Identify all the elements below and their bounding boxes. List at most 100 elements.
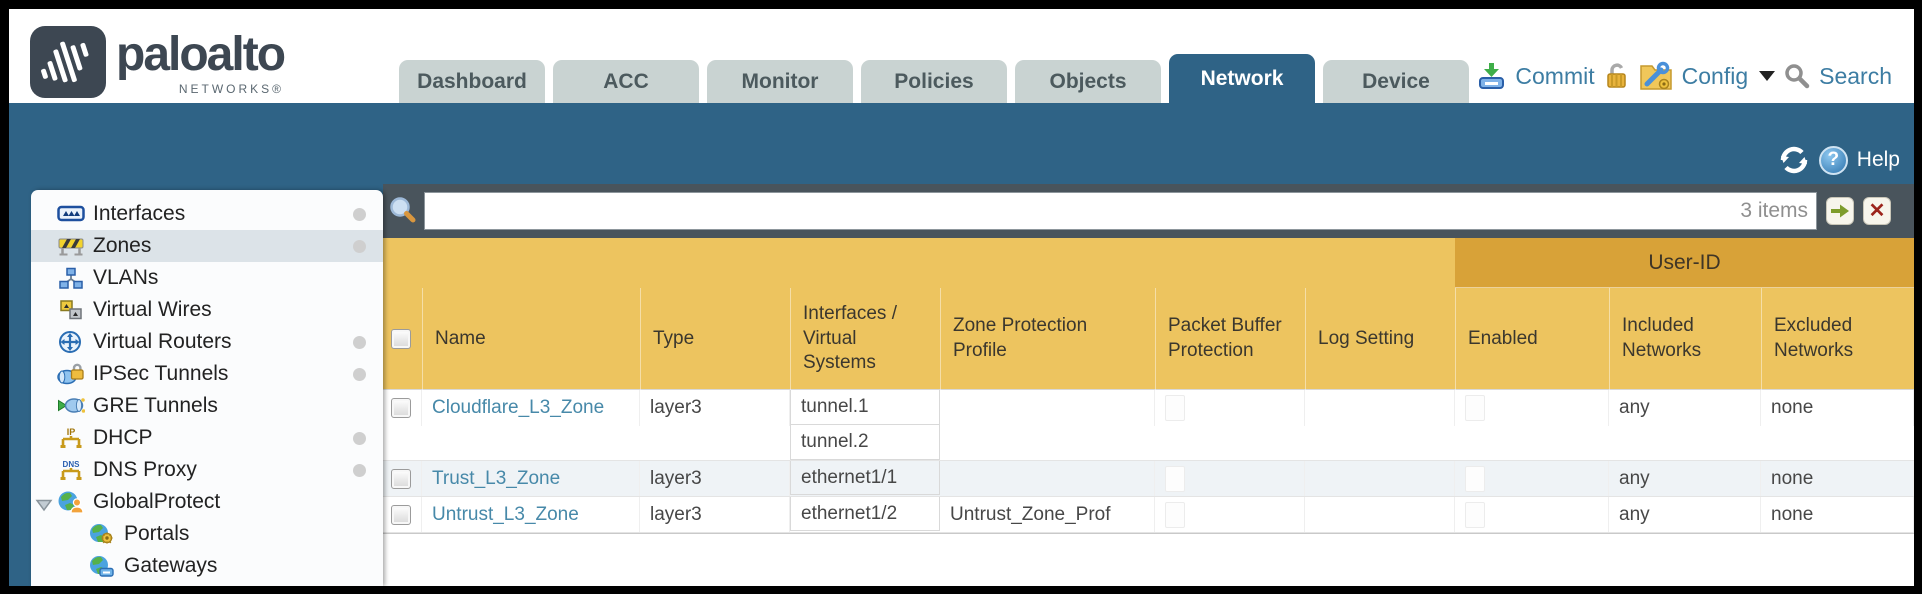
tab-network[interactable]: Network [1169, 54, 1315, 103]
sidebar-item-interfaces[interactable]: Interfaces [31, 198, 383, 230]
sidebar-item-gre-tunnels[interactable]: GRE Tunnels [31, 390, 383, 422]
column-header-interfaces[interactable]: Interfaces / Virtual Systems [790, 288, 940, 390]
packet-buffer-checkbox[interactable] [1165, 501, 1185, 528]
packet-buffer-checkbox[interactable] [1165, 395, 1185, 421]
row-checkbox[interactable] [391, 398, 411, 418]
sidebar-item-label: Interfaces [93, 202, 186, 225]
table-bottom-border [383, 533, 1914, 534]
expander-triangle-icon[interactable] [35, 494, 55, 512]
logo-text: paloalto NETWORKS® [116, 26, 286, 96]
sidebar-item-label: VLANs [93, 266, 159, 289]
portals-icon [88, 522, 116, 546]
interface-entry: tunnel.1 [790, 390, 940, 425]
help-icon[interactable]: ? [1818, 145, 1848, 175]
sidebar-item-label: DHCP [93, 426, 153, 449]
packet-buffer-cell [1155, 461, 1305, 496]
tab-device[interactable]: Device [1323, 60, 1469, 103]
tab-objects[interactable]: Objects [1015, 60, 1161, 103]
user-id-enabled-cell [1455, 461, 1609, 496]
sidebar-item-virtual-wires[interactable]: Virtual Wires [31, 294, 383, 326]
sidebar-item-virtual-routers[interactable]: Virtual Routers [31, 326, 383, 358]
packet-buffer-cell [1155, 390, 1305, 426]
tab-policies[interactable]: Policies [861, 60, 1007, 103]
dhcp-icon: IP [57, 426, 85, 450]
tab-monitor[interactable]: Monitor [707, 60, 853, 103]
table-row: Untrust_L3_Zone layer3 ethernet1/2 Untru… [383, 497, 1914, 533]
sidebar-item-label: Zones [93, 234, 152, 257]
sidebar-item-globalprotect[interactable]: GlobalProtect [31, 486, 383, 518]
header-spacer [383, 238, 1455, 288]
table-row: Cloudflare_L3_Zone layer3 tunnel.1 tunne… [383, 390, 1914, 461]
vlans-icon [57, 266, 85, 290]
zone-name-link[interactable]: Trust_L3_Zone [432, 467, 561, 489]
sidebar-item-dhcp[interactable]: IP DHCP [31, 422, 383, 454]
excluded-networks-cell: none [1761, 390, 1914, 426]
zone-name-cell: Untrust_L3_Zone [422, 497, 640, 532]
excluded-networks-cell: none [1761, 461, 1914, 496]
sidebar-item-vlans[interactable]: VLANs [31, 262, 383, 294]
row-checkbox[interactable] [391, 504, 411, 525]
commit-button[interactable]: Commit [1515, 62, 1595, 89]
refresh-icon[interactable] [1778, 144, 1810, 176]
row-select-cell [383, 390, 422, 426]
band-actions: ? Help [1778, 144, 1900, 176]
chevron-down-icon[interactable] [1759, 71, 1776, 81]
lock-icon[interactable] [1604, 61, 1630, 91]
row-checkbox[interactable] [391, 468, 411, 489]
zones-main-panel: 3 items ✕ User-ID [383, 184, 1914, 586]
paloalto-logo: paloalto NETWORKS® [30, 26, 286, 98]
excluded-networks-cell: none [1761, 497, 1914, 532]
paloalto-logo-icon [30, 26, 106, 98]
user-id-enabled-checkbox[interactable] [1465, 395, 1485, 421]
column-header-excluded-networks[interactable]: Excluded Networks [1761, 288, 1914, 390]
included-networks-cell: any [1609, 461, 1761, 496]
config-menu[interactable]: Config [1681, 62, 1749, 89]
packet-buffer-checkbox[interactable] [1165, 465, 1185, 492]
sidebar-item-ipsec-tunnels[interactable]: IPSec Tunnels [31, 358, 383, 390]
ipsec-tunnels-icon [57, 362, 85, 386]
search-icon[interactable] [1784, 63, 1810, 89]
sidebar-item-zones[interactable]: Zones [31, 230, 383, 262]
column-header-type[interactable]: Type [640, 288, 790, 390]
zone-name-link[interactable]: Untrust_L3_Zone [432, 503, 579, 525]
zones-table: User-ID Name Type Interfaces / Virtual S… [383, 238, 1914, 534]
items-count: 3 items [1740, 199, 1808, 222]
sidebar-item-dns-proxy[interactable]: DNS DNS Proxy [31, 454, 383, 486]
tab-dashboard[interactable]: Dashboard [399, 60, 545, 103]
column-header-name[interactable]: Name [422, 288, 640, 390]
apply-filter-button[interactable] [1826, 197, 1854, 225]
column-header-enabled[interactable]: Enabled [1455, 288, 1609, 390]
column-header-log-setting[interactable]: Log Setting [1305, 288, 1455, 390]
column-header-packet-buffer[interactable]: Packet Buffer Protection [1155, 288, 1305, 390]
status-dot [353, 463, 366, 477]
column-header-zone-protection[interactable]: Zone Protection Profile [940, 288, 1155, 390]
zone-protection-cell [940, 390, 1155, 426]
sidebar-item-gateways[interactable]: Gateways [31, 550, 383, 582]
config-icon[interactable] [1639, 61, 1673, 91]
brand-subtitle: NETWORKS® [178, 82, 285, 96]
commit-icon[interactable] [1476, 62, 1506, 90]
svg-text:IP: IP [67, 427, 76, 437]
user-id-enabled-checkbox[interactable] [1465, 465, 1485, 492]
column-header-included-networks[interactable]: Included Networks [1609, 288, 1761, 390]
sidebar-item-portals[interactable]: Portals [31, 518, 383, 550]
packet-buffer-cell [1155, 497, 1305, 532]
top-header: paloalto NETWORKS® Dashboard ACC Monitor… [9, 9, 1914, 103]
status-dot [353, 431, 366, 445]
pan-webui: paloalto NETWORKS® Dashboard ACC Monitor… [9, 9, 1914, 586]
sidebar-nav: Interfaces Zones VLANs [31, 198, 383, 582]
clear-filter-button[interactable]: ✕ [1863, 197, 1891, 225]
sidebar-item-label: Virtual Routers [93, 330, 232, 353]
search-button[interactable]: Search [1819, 62, 1892, 89]
interfaces-cell: ethernet1/2 [790, 497, 940, 532]
help-label[interactable]: Help [1856, 148, 1900, 171]
waveform-icon [41, 41, 89, 83]
zone-name-link[interactable]: Cloudflare_L3_Zone [432, 397, 605, 418]
select-all-checkbox[interactable] [391, 329, 411, 349]
tab-acc[interactable]: ACC [553, 60, 699, 103]
main-tabs: Dashboard ACC Monitor Policies Objects N… [399, 54, 1469, 103]
magnifier-icon [390, 197, 416, 223]
user-id-enabled-checkbox[interactable] [1465, 501, 1485, 528]
filter-input[interactable] [425, 193, 1816, 229]
